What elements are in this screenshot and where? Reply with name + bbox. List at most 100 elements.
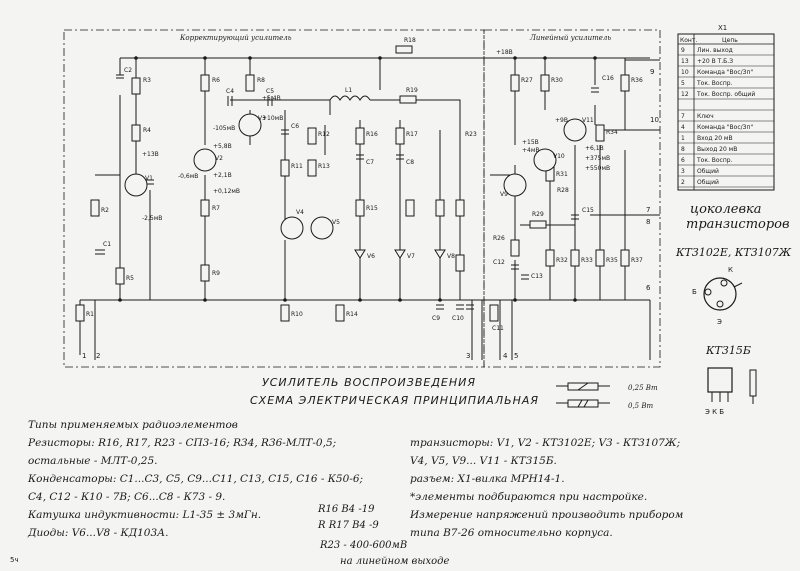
resistor-r3: [131, 77, 141, 95]
connector-header-circuit: Цепь: [722, 37, 738, 44]
capacitor-c16: [591, 87, 599, 93]
capacitor-c15: [571, 214, 579, 220]
resistor-r13: [307, 159, 317, 177]
resistor-r-bottom: [489, 304, 499, 322]
resistor-r9: [200, 264, 210, 282]
resistor-r12: [307, 127, 317, 145]
capacitor-c12: [511, 264, 519, 270]
note-line: Конденсаторы: С1...С3, С5, С9...С11, С13…: [27, 473, 363, 485]
connector-pin: 12: [681, 91, 689, 98]
connector-circuit: Команда "Вос/Зп": [697, 69, 753, 76]
label-r9: R9: [212, 270, 220, 277]
pencil-note: R23 - 400-600мВ: [319, 540, 407, 551]
label-c15: C15: [582, 207, 594, 214]
label-r30: R30: [551, 77, 563, 84]
capacitor-c9: [436, 304, 444, 310]
voltage-label: +5,8В: [213, 143, 232, 150]
voltage-label: +550мВ: [585, 165, 610, 172]
diode-v7: [394, 249, 406, 259]
note-line: Измерение напряжений производить приборо…: [409, 509, 683, 521]
resistor-r11: [280, 159, 290, 177]
note-line: *элементы подбираются при настройке.: [410, 491, 647, 503]
bus-pin: 5: [514, 352, 518, 360]
bus-pin-numbers: 1 2 3 4 5 6 7 8 9 10: [82, 68, 659, 360]
connector-circuit: Лин. выход: [697, 47, 733, 54]
label-v7: V7: [407, 253, 415, 260]
capacitor-c4: [227, 96, 233, 106]
connector-pin: 1: [681, 135, 685, 142]
voltage-label: +0,12мВ: [213, 188, 240, 195]
handwritten-notes: R16 В4 -19 R R17 В4 -9 R23 - 400-600мВ н…: [317, 504, 450, 567]
bus-pin: 6: [646, 284, 651, 292]
capacitor-c5: [267, 96, 273, 106]
linear-amp-label: Линейный усилитель: [529, 34, 611, 42]
connector-pin: 8: [681, 146, 685, 153]
connector-circuit: Вход 20 мВ: [697, 135, 733, 142]
connector-circuit: Ток. Воспр.: [696, 157, 733, 164]
connector-pin: 6: [681, 157, 685, 164]
pencil-note: R R17 В4 -9: [317, 520, 379, 531]
note-line: остальные - МЛТ-0,25.: [28, 455, 158, 467]
capacitor-c8: [396, 154, 404, 160]
resistor-r8: [245, 74, 255, 92]
transistor-v4: [280, 216, 304, 240]
bus-pin: 9: [650, 68, 654, 76]
label-r5: R5: [126, 275, 134, 282]
resistor-r22: [455, 254, 465, 272]
connector-circuit: Ток. Воспр.: [696, 80, 733, 87]
label-v9: V9: [500, 191, 508, 198]
pencil-note: R16 В4 -19: [317, 504, 375, 515]
resistor-r14: [335, 304, 345, 322]
pinout-subtitle: транзисторов: [686, 217, 790, 232]
label-r27: R27: [521, 77, 533, 84]
voltage-label: +9В: [555, 117, 568, 124]
title-line1: УСИЛИТЕЛЬ ВОСПРОИЗВЕДЕНИЯ: [262, 376, 476, 389]
voltage-label: -2,5мВ: [142, 215, 162, 222]
resistor-r30: [540, 74, 550, 92]
note-line: С4, С12 - К10 - 7В; С6...С8 - К73 - 9.: [28, 491, 225, 503]
connector-circuit: Общий: [697, 168, 719, 175]
to92-outline-icon: [703, 277, 737, 311]
resistor-r33: [570, 249, 580, 267]
connector-pin: 4: [681, 124, 685, 131]
transistor-v10: [533, 148, 557, 172]
label-r34: R34: [606, 129, 618, 136]
label-r3: R3: [143, 77, 151, 84]
label-r7: R7: [212, 205, 220, 212]
capacitor-c2: [116, 74, 124, 79]
diode-v8: [434, 249, 446, 259]
label-c2: C2: [124, 67, 132, 74]
label-c13: C13: [531, 273, 543, 280]
connector-pin: 7: [681, 113, 685, 120]
voltage-label: +10мВ: [262, 115, 283, 122]
capacitor-c11: [466, 304, 474, 310]
label-r16: R16: [366, 131, 378, 138]
resistor-r17: [395, 127, 405, 145]
pin-k: К: [728, 266, 733, 274]
connector-ref: X1: [718, 24, 727, 32]
label-r26: R26: [493, 235, 505, 242]
label-r19: R19: [406, 87, 418, 94]
connector-pin: 13: [681, 58, 689, 65]
bus-pin: 7: [646, 206, 650, 214]
note-line: Типы применяемых радиоэлементов: [28, 419, 238, 431]
resistor-r1: [75, 304, 85, 322]
label-v6: V6: [367, 253, 375, 260]
label-v1: V1: [145, 175, 153, 182]
bus-pin: 10: [650, 116, 659, 124]
label-r18: R18: [404, 37, 416, 44]
component-symbols: [75, 45, 630, 322]
transistor-v11: [563, 118, 587, 142]
voltage-label: +13В: [142, 151, 159, 158]
note-line: Катушка индуктивности: L1-35 ± 3мГн.: [27, 509, 261, 521]
label-c4: C4: [226, 88, 234, 95]
pin-b: Б: [692, 288, 697, 296]
pin-e: Э: [717, 318, 722, 326]
resistor-r2: [90, 199, 100, 217]
voltage-labels: +18В +13В +5,4В +9В +15В +4мВ -105мВ +5,…: [142, 49, 610, 222]
capacitor-c7: [356, 154, 364, 160]
connector-pin: 5: [681, 80, 685, 87]
title-line2: СХЕМА ЭЛЕКТРИЧЕСКАЯ ПРИНЦИПИАЛЬНАЯ: [250, 394, 539, 407]
page-mark: 5ч: [10, 556, 19, 564]
label-c10: C10: [452, 315, 464, 322]
